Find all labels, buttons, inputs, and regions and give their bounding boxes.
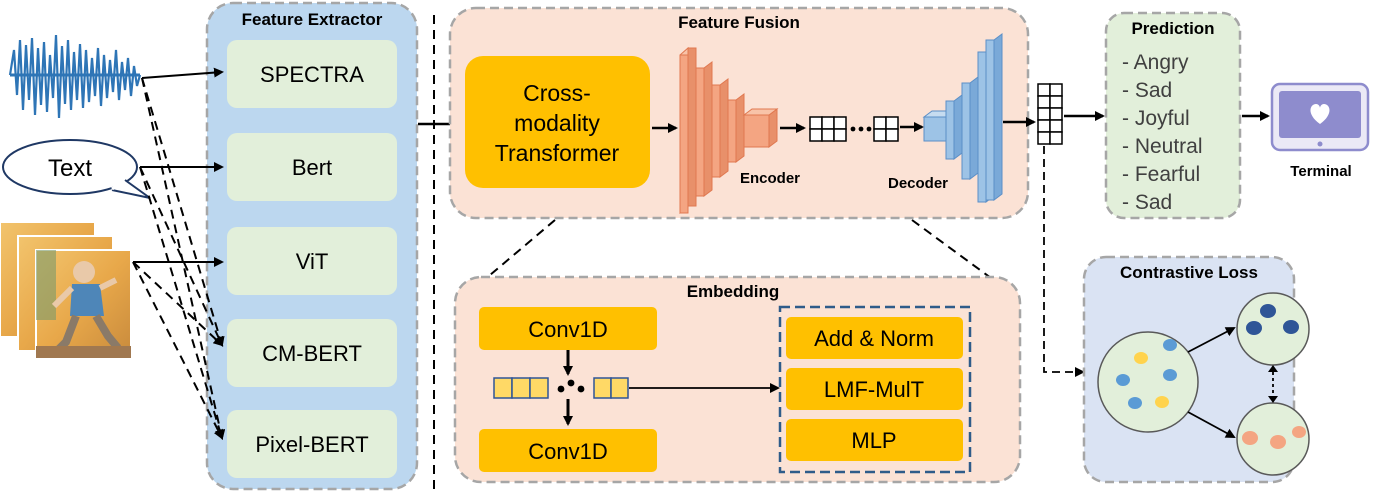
- lmf-mult-label: LMF-MulT: [824, 377, 924, 402]
- fusion-blocks-group: [778, 305, 972, 474]
- embedding-title: Embedding: [687, 282, 780, 301]
- extractor-item-label: CM-BERT: [262, 341, 362, 366]
- cross-modality-transformer-block: Cross- modality Transformer: [465, 56, 650, 188]
- add-norm-block: Add & Norm: [786, 317, 963, 359]
- feature-extractor-title: Feature Extractor: [242, 10, 383, 29]
- add-norm-label: Add & Norm: [814, 326, 934, 351]
- extractor-item-vit: ViT: [227, 227, 397, 295]
- prediction-item: - Sad: [1122, 191, 1172, 214]
- extractor-item-pixel-bert: Pixel-BERT: [227, 410, 397, 478]
- output-feature-grid: [1037, 83, 1063, 145]
- prediction-item: - Joyful: [1122, 107, 1190, 130]
- zoom-line-right: [911, 219, 1011, 293]
- negative-cluster: [1236, 402, 1310, 476]
- mlp-label: MLP: [851, 428, 896, 453]
- text-input-bubble: Text: [2, 139, 151, 199]
- latent-ellipsis-icon: [850, 126, 872, 132]
- conv1d-top-label: Conv1D: [528, 317, 607, 342]
- prediction-item: - Angry: [1122, 51, 1189, 74]
- text-bubble-label: Text: [48, 155, 92, 182]
- extractor-item-label: SPECTRA: [260, 62, 364, 87]
- prediction-panel: Prediction - Angry - Sad - Joyful - Neut…: [1104, 11, 1242, 220]
- transformer-label-line1: Cross-: [523, 80, 591, 106]
- extractor-item-cm-bert: CM-BERT: [227, 319, 397, 387]
- terminal-label: Terminal: [1290, 163, 1351, 180]
- lmf-mult-block: LMF-MulT: [786, 368, 963, 410]
- prediction-item: - Neutral: [1122, 135, 1203, 158]
- input-arrows: [132, 67, 226, 440]
- embedding-ellipsis-icon: [557, 379, 585, 393]
- positive-cluster: [1236, 292, 1310, 366]
- embedding-tokens-right: [593, 377, 629, 399]
- embedding-tokens-left: [493, 377, 549, 399]
- conv1d-top-block: Conv1D: [479, 307, 657, 350]
- feature-fusion-title: Feature Fusion: [678, 13, 800, 32]
- contrastive-loss-title: Contrastive Loss: [1120, 263, 1258, 282]
- latent-grid-right: [873, 116, 899, 142]
- decoder-label: Decoder: [888, 175, 948, 192]
- arrow-to-contrastive: [1043, 146, 1085, 377]
- decoder-network-icon: [922, 33, 1003, 203]
- prediction-title: Prediction: [1131, 19, 1214, 38]
- conv1d-bottom-label: Conv1D: [528, 439, 607, 464]
- audio-waveform-icon: [8, 30, 142, 130]
- encoder-label: Encoder: [740, 170, 800, 187]
- conv1d-bottom-block: Conv1D: [479, 429, 657, 472]
- terminal-monitor-icon: [1270, 82, 1370, 152]
- cluster-arrows: [1187, 327, 1278, 438]
- video-frames-icon: [0, 221, 132, 359]
- transformer-label-line2: modality: [514, 110, 600, 136]
- encoder-network-icon: [679, 46, 779, 215]
- mixed-embedding-cluster: [1097, 331, 1199, 433]
- prediction-item: - Sad: [1122, 79, 1172, 102]
- extractor-item-bert: Bert: [227, 133, 397, 201]
- mlp-block: MLP: [786, 419, 963, 461]
- extractor-item-label: Pixel-BERT: [255, 432, 368, 457]
- extractor-item-label: Bert: [292, 155, 332, 180]
- extractor-item-spectra: SPECTRA: [227, 40, 397, 108]
- extractor-item-label: ViT: [296, 249, 329, 274]
- latent-grid-left: [809, 116, 847, 142]
- prediction-item: - Fearful: [1122, 163, 1200, 186]
- transformer-label-line3: Transformer: [495, 140, 620, 166]
